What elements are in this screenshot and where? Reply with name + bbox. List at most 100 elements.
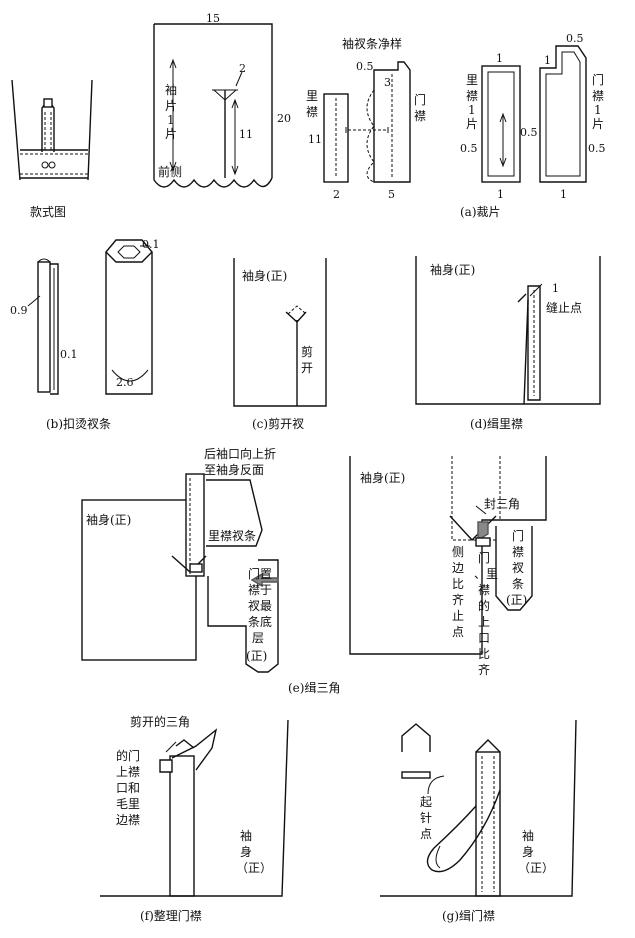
label-sleeve-piece-4: 片	[165, 127, 177, 141]
label-f-edge-3: 口和	[116, 781, 140, 795]
caption-f: (f)整理门襟	[140, 908, 202, 923]
label-e-place-3: 衩最	[248, 599, 272, 613]
label-g-start-1: 起	[420, 795, 432, 809]
label-f-body-1: 袖	[240, 828, 252, 843]
label-e-side-6: 点	[452, 625, 464, 639]
dim-3: 3	[384, 76, 391, 89]
pressed-strips	[37, 239, 153, 395]
label-e-side-4: 齐	[452, 592, 464, 607]
style-drawing	[11, 79, 93, 181]
label-front-side: 前侧	[158, 164, 182, 179]
dim-11: 11	[239, 128, 253, 141]
label-d-stop: 缝止点	[546, 300, 582, 315]
dim-d-1: 1	[552, 282, 559, 295]
dim-r1d: 1	[544, 54, 551, 67]
label-e-top-8: 齐	[478, 662, 490, 677]
placket-net-pattern	[323, 61, 411, 183]
arrange-over-placket	[100, 719, 289, 897]
label-e-top-7: 比	[478, 647, 490, 661]
label-f-body-3: （正）	[236, 861, 272, 875]
caption-b: (b)扣烫衩条	[46, 417, 111, 431]
caption-e: (e)缉三角	[288, 681, 340, 695]
sew-triangle-left	[81, 473, 279, 673]
label-sleeve-piece-2: 片	[165, 99, 177, 113]
label-e-top-5: 上	[478, 615, 490, 629]
dim-b-01a: 0.1	[142, 238, 160, 251]
label-f-edge-1: 的门	[116, 748, 140, 763]
label-g-body-1: 袖	[522, 828, 534, 843]
label-g-body-2: 身	[522, 844, 534, 859]
dim-15: 15	[206, 12, 220, 25]
label-under-placket-1: 里	[306, 89, 318, 103]
dim-r05b: 0.5	[520, 126, 538, 139]
sleeve-piece	[153, 23, 273, 188]
label-e-under-strip: 里襟衩条	[208, 528, 256, 543]
label-e-over-4: 条	[512, 577, 524, 591]
label-e-top-4: 的	[478, 598, 490, 613]
label-d-body: 袖身(正)	[430, 262, 475, 277]
dim-b-26: 2.6	[116, 376, 134, 389]
label-e-place-4: 条底	[248, 614, 272, 629]
label-r-under-3: 1	[468, 103, 476, 117]
button-icon	[48, 161, 56, 169]
label-e-place-1: 门置	[248, 566, 272, 581]
label-e-top-6: 口	[478, 631, 490, 645]
label-f-triangle: 剪开的三角	[130, 714, 190, 729]
label-e-side-2: 边	[452, 561, 464, 575]
label-g-start-3: 点	[420, 827, 432, 841]
label-e-place-2: 襟于	[248, 582, 272, 597]
button-icon	[41, 161, 49, 169]
label-f-body-2: 身	[240, 844, 252, 859]
dim-r1b: 1	[497, 188, 504, 201]
sew-under-placket	[415, 256, 601, 405]
dim-2: 2	[239, 62, 246, 75]
label-r-under-1: 里	[466, 73, 478, 87]
sew-over-placket	[380, 719, 577, 897]
label-e-over-2: 襟	[512, 544, 524, 559]
label-r-over-2: 襟	[592, 88, 604, 103]
label-e-side-3: 比	[452, 577, 464, 591]
label-e-side-5: 止	[452, 609, 464, 623]
label-e-seal: 封三角	[484, 497, 520, 511]
label-e-over-3: 衩	[512, 561, 524, 575]
caption-a: (a)裁片	[460, 205, 501, 219]
dim-r1c: 1	[560, 188, 567, 201]
label-r-over-1: 门	[592, 72, 604, 87]
label-g-body-3: （正）	[518, 861, 554, 875]
label-e-top-1: 门	[478, 550, 490, 565]
dim-r05d: 0.5	[566, 32, 584, 45]
dim-r1a: 1	[496, 52, 503, 65]
label-over-placket-2: 襟	[414, 108, 426, 123]
label-c-cut-1: 剪	[301, 344, 313, 359]
placket-top-icon	[43, 98, 53, 108]
cut-placket-pieces	[481, 45, 587, 183]
label-under-placket-2: 襟	[306, 104, 318, 119]
label-e-top-3: 襟	[478, 582, 490, 597]
label-e-place-5: 层	[252, 631, 264, 645]
dim-5: 5	[388, 188, 395, 201]
label-e-fold-1: 后袖口向上折	[204, 446, 276, 461]
caption-g: (g)缉门襟	[442, 908, 495, 923]
label-e-over-1: 门	[512, 528, 524, 543]
dim-r05c: 0.5	[588, 142, 606, 155]
title-placket-pattern: 袖衩条净样	[342, 36, 402, 51]
label-r-under-2: 襟	[466, 88, 478, 103]
label-r-under-4: 片	[466, 117, 478, 131]
label-f-edge-2: 上襟	[116, 764, 140, 779]
label-f-edge-5: 边襟	[116, 812, 140, 827]
label-e-body2: 袖身(正)	[360, 470, 405, 485]
label-f-edge-4: 毛里	[116, 797, 140, 811]
label-e-over-5: (正)	[506, 593, 527, 607]
dim-20: 20	[277, 112, 291, 125]
label-e-top-2: 、里	[474, 567, 498, 581]
label-over-placket-1: 门	[414, 92, 426, 107]
caption-style: 款式图	[30, 205, 66, 219]
label-c-body: 袖身(正)	[242, 268, 287, 283]
label-e-body1: 袖身(正)	[86, 512, 131, 527]
dim-11b: 11	[308, 133, 322, 146]
dim-05a: 0.5	[356, 60, 374, 73]
label-sleeve-piece-3: 1	[167, 113, 175, 127]
label-e-fold-2: 至袖身反面	[204, 462, 264, 477]
label-g-start-2: 针	[420, 810, 432, 825]
